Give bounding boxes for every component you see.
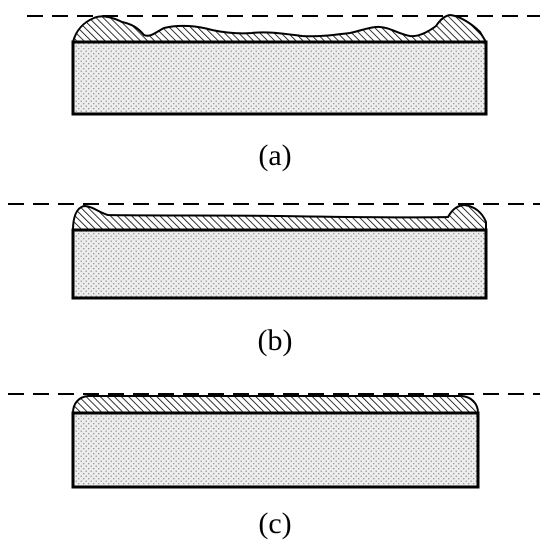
caption-b: (b)	[258, 324, 293, 357]
substrate-b	[71, 228, 488, 300]
substrate-c	[71, 411, 480, 489]
panel-b: (b)	[8, 203, 540, 357]
caption-a: (a)	[258, 139, 291, 172]
film-layer-c	[71, 395, 480, 414]
film-layer-b	[71, 203, 487, 231]
film-layer-a	[71, 13, 488, 43]
caption-c: (c)	[258, 507, 291, 540]
panel-c: (c)	[8, 393, 540, 540]
substrate-a	[71, 40, 488, 116]
panel-a: (a)	[27, 13, 540, 172]
